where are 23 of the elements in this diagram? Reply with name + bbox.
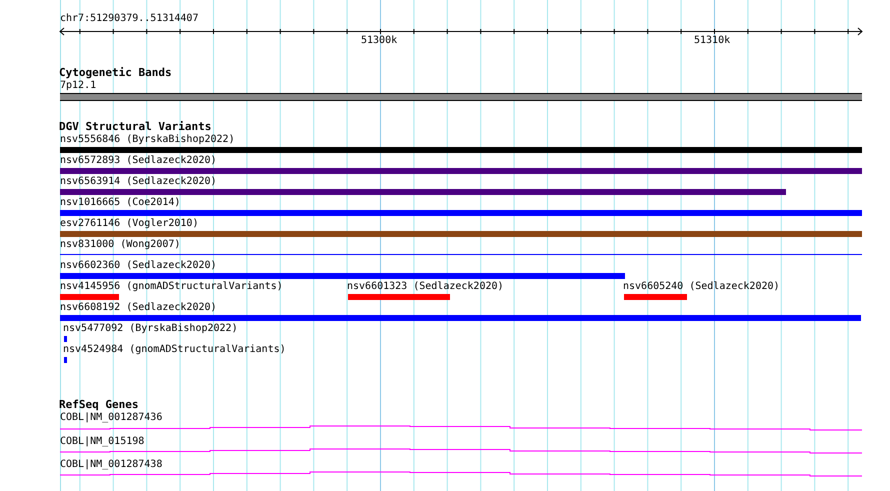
variant-label: nsv6608192 (Sedlazeck2020) <box>60 302 217 314</box>
variant-label: nsv6563914 (Sedlazeck2020) <box>60 176 217 188</box>
tick-label: 51310k <box>694 35 730 47</box>
variant-label: nsv6605240 (Sedlazeck2020) <box>623 281 780 293</box>
variant-label: nsv6572893 (Sedlazeck2020) <box>60 155 217 167</box>
track-heading: DGV Structural Variants <box>59 121 212 133</box>
variant-label: nsv5477092 (ByrskaBishop2022) <box>63 323 238 335</box>
track-heading: Cytogenetic Bands <box>59 67 172 79</box>
variant-label: nsv5556846 (ByrskaBishop2022) <box>60 134 235 146</box>
gene-label: COBL|NM_015198 <box>60 436 144 448</box>
variant-label: nsv4145956 (gnomADStructuralVariants) <box>60 281 283 293</box>
track-heading: RefSeq Genes <box>59 399 138 411</box>
coordinate-range: chr7:51290379..51314407 <box>60 13 198 25</box>
variant-label: nsv6601323 (Sedlazeck2020) <box>347 281 504 293</box>
variant-label: nsv831000 (Wong2007) <box>60 239 180 251</box>
variant-label: esv2761146 (Vogler2010) <box>60 218 198 230</box>
variant-label: nsv6602360 (Sedlazeck2020) <box>60 260 217 272</box>
variant-label: nsv4524984 (gnomADStructuralVariants) <box>63 344 286 356</box>
gene-label: COBL|NM_001287438 <box>60 459 162 471</box>
band-label: 7p12.1 <box>60 80 96 92</box>
variant-label: nsv1016665 (Coe2014) <box>60 197 180 209</box>
tick-label: 51300k <box>361 35 398 47</box>
gene-label: COBL|NM_001287436 <box>60 412 162 424</box>
